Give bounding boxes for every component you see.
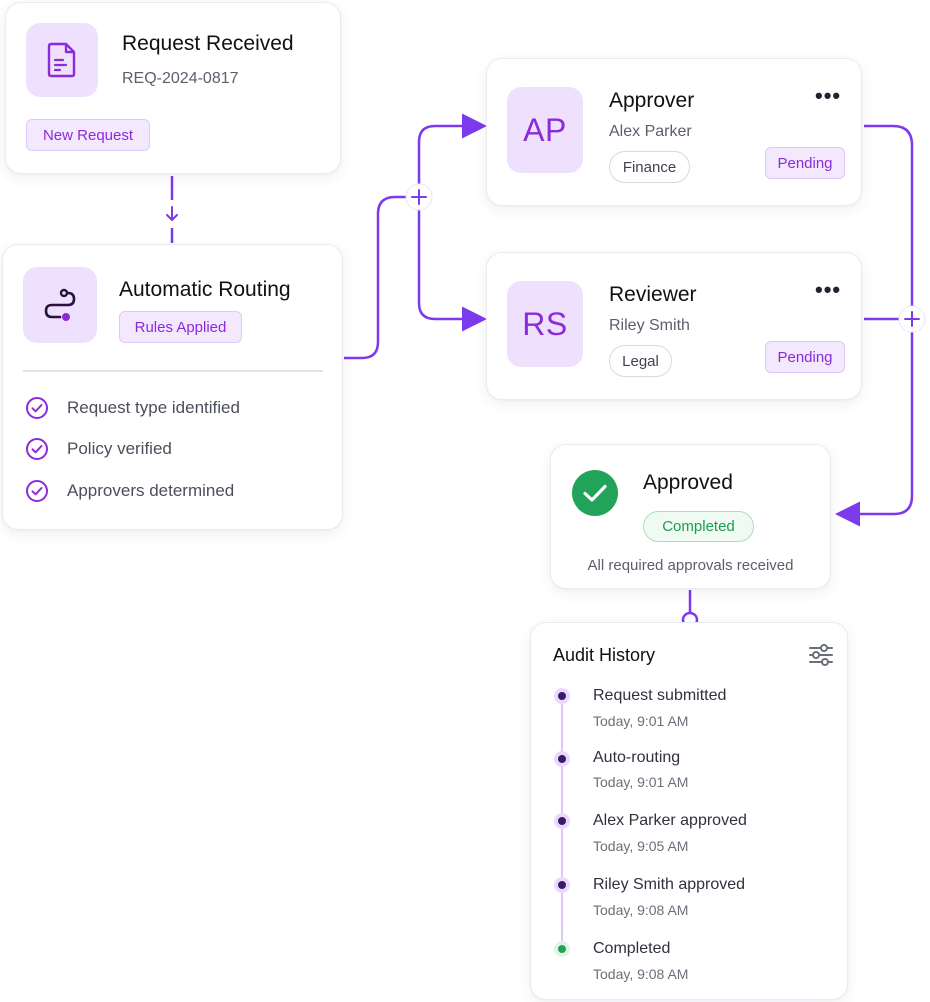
check-circle-icon bbox=[26, 480, 48, 502]
timeline-time: Today, 9:01 AM bbox=[593, 774, 689, 790]
route-icon bbox=[44, 288, 76, 321]
more-options-icon[interactable]: ••• bbox=[815, 83, 842, 108]
approver-name: Alex Parker bbox=[609, 123, 692, 140]
timeline-dot bbox=[554, 751, 570, 767]
approved-title: Approved bbox=[643, 471, 733, 494]
route-icon-tile bbox=[23, 267, 97, 343]
timeline-label: Completed bbox=[593, 940, 671, 957]
completed-badge: Completed bbox=[643, 511, 754, 542]
check-item: Policy verified bbox=[25, 437, 172, 461]
new-request-badge: New Request bbox=[26, 119, 150, 151]
approver-avatar: AP bbox=[507, 87, 583, 173]
approver-department-chip: Finance bbox=[609, 151, 690, 183]
document-icon bbox=[47, 42, 76, 78]
approved-note: All required approvals received bbox=[587, 557, 794, 574]
timeline-label: Request submitted bbox=[593, 687, 727, 704]
split-plus-icon[interactable] bbox=[405, 183, 433, 211]
reviewer-title: Reviewer bbox=[609, 283, 697, 306]
timeline-label: Alex Parker approved bbox=[593, 812, 747, 829]
audit-history-card: Audit History Request submitted Today, 9… bbox=[530, 622, 848, 1000]
timeline-time: Today, 9:05 AM bbox=[593, 838, 689, 854]
rules-applied-badge: Rules Applied bbox=[119, 311, 242, 343]
reviewer-status-badge: Pending bbox=[765, 341, 845, 373]
approver-initials: AP bbox=[523, 111, 567, 148]
join-plus-icon[interactable] bbox=[898, 305, 926, 333]
automatic-routing-card[interactable]: Automatic Routing Rules Applied Request … bbox=[2, 244, 343, 530]
approver-card[interactable]: AP Approver Alex Parker Finance Pending … bbox=[486, 58, 862, 206]
reviewer-initials: RS bbox=[522, 305, 568, 342]
check-circle-icon bbox=[26, 397, 48, 419]
timeline-dot bbox=[554, 813, 570, 829]
timeline-time: Today, 9:01 AM bbox=[593, 713, 689, 729]
more-options-icon[interactable]: ••• bbox=[815, 277, 842, 302]
reviewer-card[interactable]: RS Reviewer Riley Smith Legal Pending ••… bbox=[486, 252, 862, 400]
check-icon bbox=[572, 470, 618, 516]
reviewer-avatar: RS bbox=[507, 281, 583, 367]
timeline-dot-completed bbox=[554, 941, 570, 957]
request-id: REQ-2024-0817 bbox=[122, 70, 239, 87]
approver-status-badge: Pending bbox=[765, 147, 845, 179]
approved-card[interactable]: Approved Completed All required approval… bbox=[550, 444, 831, 589]
timeline-label: Auto-routing bbox=[593, 749, 681, 766]
connector-routing-split bbox=[344, 195, 419, 360]
timeline-time: Today, 9:08 AM bbox=[593, 966, 689, 982]
connector-split-approver bbox=[417, 113, 487, 185]
connector-join-approved bbox=[835, 331, 914, 527]
approver-title: Approver bbox=[609, 89, 695, 112]
routing-title: Automatic Routing bbox=[119, 278, 291, 301]
check-label: Policy verified bbox=[67, 439, 172, 458]
check-circle-icon bbox=[26, 438, 48, 460]
routing-divider bbox=[23, 370, 323, 372]
timeline-label: Riley Smith approved bbox=[593, 876, 746, 893]
timeline-dot bbox=[554, 688, 570, 704]
check-label: Approvers determined bbox=[67, 481, 235, 500]
connector-approver-join bbox=[864, 124, 914, 307]
timeline-dot bbox=[554, 877, 570, 893]
check-item: Request type identified bbox=[25, 396, 240, 420]
document-icon-tile bbox=[26, 23, 98, 97]
request-title: Request Received bbox=[122, 32, 294, 55]
timeline-time: Today, 9:08 AM bbox=[593, 902, 689, 918]
reviewer-name: Riley Smith bbox=[609, 317, 690, 334]
arrow-down-icon bbox=[159, 201, 185, 227]
check-item: Approvers determined bbox=[25, 479, 234, 503]
check-label: Request type identified bbox=[67, 398, 240, 417]
request-received-card[interactable]: Request Received REQ-2024-0817 New Reque… bbox=[5, 2, 341, 174]
audit-title: Audit History bbox=[553, 645, 656, 665]
reviewer-department-chip: Legal bbox=[609, 345, 672, 377]
connector-split-reviewer bbox=[417, 209, 487, 332]
filter-sliders-icon[interactable] bbox=[808, 643, 834, 667]
